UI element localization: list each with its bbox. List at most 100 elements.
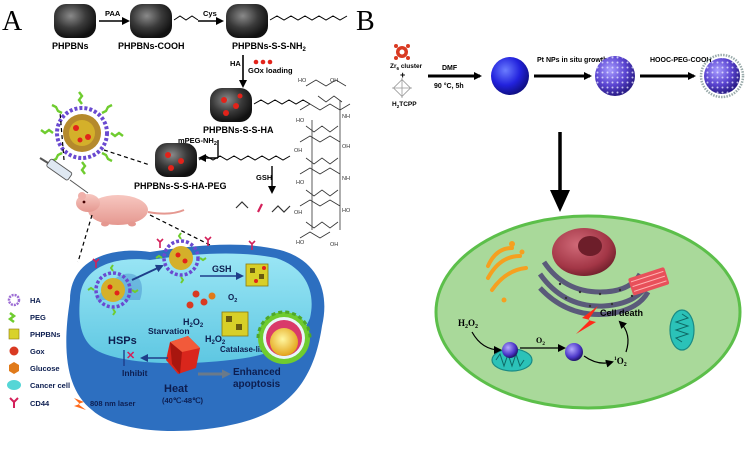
b-nanozyme-2 xyxy=(565,343,583,361)
b-o2: O2 xyxy=(536,336,545,347)
cell-inhibit: Inhibit xyxy=(122,368,148,378)
label-pt-growth: Pt NPs in situ growth xyxy=(537,57,607,64)
tcpp-icon xyxy=(392,78,412,98)
legend-label: Glucose xyxy=(30,364,60,373)
legend-item-peg: PEG xyxy=(7,312,46,323)
label-ssnh2: PHPBNs-S-S-NH2 xyxy=(232,41,307,53)
arrow-singlet xyxy=(583,355,614,368)
mof-nanoparticle xyxy=(491,57,529,95)
cell-heat-range: (40℃-48℃) xyxy=(162,396,204,405)
inhibit-x-icon: ✕ xyxy=(126,350,135,362)
legend-label: Gox xyxy=(30,347,45,356)
legend-label: HA xyxy=(30,296,41,305)
legend-label: PEG xyxy=(30,313,46,322)
mouse-icon xyxy=(76,192,185,227)
nanoparticle-entering xyxy=(87,264,139,316)
svg-text:OH: OH xyxy=(330,242,338,248)
legend-item-cancer-cell: Cancer cell xyxy=(7,380,70,390)
zoom-line-3 xyxy=(77,214,93,263)
gox-icon xyxy=(9,346,19,356)
phpbns-sshapeg-particle xyxy=(155,143,291,177)
golgi-vesicles xyxy=(501,241,525,303)
panel-label-a: A xyxy=(2,6,23,37)
label-phpbns: PHPBNs xyxy=(52,41,89,51)
svg-text:HO: HO xyxy=(296,240,305,246)
label-mpeg: mPEG-NH2 xyxy=(178,136,217,147)
label-ha-step: HA xyxy=(230,59,241,68)
label-paa: PAA xyxy=(105,9,121,18)
hollow-phpbn-sphere xyxy=(256,310,312,364)
legend-item-laser: 808 nm laser xyxy=(74,398,136,410)
svg-text:HO: HO xyxy=(298,78,307,84)
legend-label: Cancer cell xyxy=(30,381,70,390)
label-cond: 90 °C, 5h xyxy=(434,82,464,90)
cancer-cell-icon xyxy=(7,380,21,390)
svg-text:HO: HO xyxy=(342,208,351,214)
gox-dots xyxy=(253,59,273,65)
legend-item-phpbns: PHPBNs xyxy=(8,328,60,340)
svg-text:OH: OH xyxy=(342,144,350,150)
panel-label-b: B xyxy=(356,6,375,37)
cd44-receptors xyxy=(92,236,256,268)
phpbns-cooh-particle xyxy=(130,4,199,38)
svg-text:OH: OH xyxy=(294,148,302,154)
legend-item-glucose: Glucose xyxy=(9,362,60,374)
cell-apoptosis: apoptosis xyxy=(233,379,281,390)
cell-enhanced: Enhanced xyxy=(233,367,281,378)
cd44-icon xyxy=(9,397,19,408)
label-peg-cooh: HOOC-PEG-COOH xyxy=(650,57,711,64)
phpbns-particle xyxy=(54,4,96,38)
nanoparticle-corona-enlarged xyxy=(40,91,124,175)
svg-text:NH: NH xyxy=(342,176,350,182)
zr-cluster-icon xyxy=(394,44,410,60)
cytoskeleton-bundle xyxy=(628,267,670,296)
pb-cube-top xyxy=(245,263,269,287)
cell-h2o2-top: H2O2 xyxy=(183,317,204,329)
legend-item-ha: HA xyxy=(7,293,41,307)
svg-text:HO: HO xyxy=(296,118,305,124)
label-plus: + xyxy=(400,70,405,80)
nucleus xyxy=(552,228,616,276)
laser-icon xyxy=(74,398,86,410)
peg-icon xyxy=(7,312,17,323)
golgi-apparatus xyxy=(486,246,528,292)
cell-starvation: Starvation xyxy=(148,326,190,336)
ha-icon xyxy=(7,293,21,307)
b-singlet-o2: 1O2 xyxy=(614,356,627,368)
b-cell-death: Cell death xyxy=(600,308,643,318)
pegylated-nanoparticle xyxy=(699,53,745,99)
mitochondrion-left xyxy=(491,348,533,372)
pt-decorated-nanoparticle xyxy=(595,56,635,96)
label-cys: Cys xyxy=(203,9,217,18)
laser-bolt-icon xyxy=(576,306,598,334)
arrow-h2o2-particle xyxy=(471,331,502,354)
arrow-down-head xyxy=(550,190,570,212)
cell-h2o2-bottom: H2O2 xyxy=(205,334,226,346)
pb-cube-bottom xyxy=(221,311,249,337)
arrow-internalize xyxy=(131,264,164,281)
legend: HA PEG PHPBNs Gox Glucose Cancer cell CD… xyxy=(7,293,136,410)
phpbns-ssnh2-particle xyxy=(226,4,348,38)
legend-label: PHPBNs xyxy=(30,330,60,339)
zoom-line-2 xyxy=(59,111,65,161)
heat-crystal-icon xyxy=(166,336,200,374)
phpbns-icon xyxy=(8,328,20,340)
legend-item-cd44: CD44 xyxy=(9,397,50,408)
label-sshapeg: PHPBNs-S-S-HA-PEG xyxy=(134,181,227,191)
er-ribosomes xyxy=(558,282,634,308)
label-tcpp: H2TCPP xyxy=(392,101,417,109)
label-gsh-release: GSH xyxy=(256,173,272,182)
legend-label: 808 nm laser xyxy=(90,399,136,408)
legend-item-gox: Gox xyxy=(9,346,45,356)
syringe-icon xyxy=(39,157,89,194)
svg-text:OH: OH xyxy=(294,210,302,216)
ha-chain-structure xyxy=(299,79,351,239)
cell-catalase: Catalase-like xyxy=(220,345,269,354)
cell-heat: Heat xyxy=(164,383,188,395)
nanoparticle-internalized xyxy=(155,232,207,284)
svg-text:HO: HO xyxy=(296,180,305,186)
label-cooh: PHPBNs-COOH xyxy=(118,41,185,51)
legend-label: CD44 xyxy=(30,399,50,408)
